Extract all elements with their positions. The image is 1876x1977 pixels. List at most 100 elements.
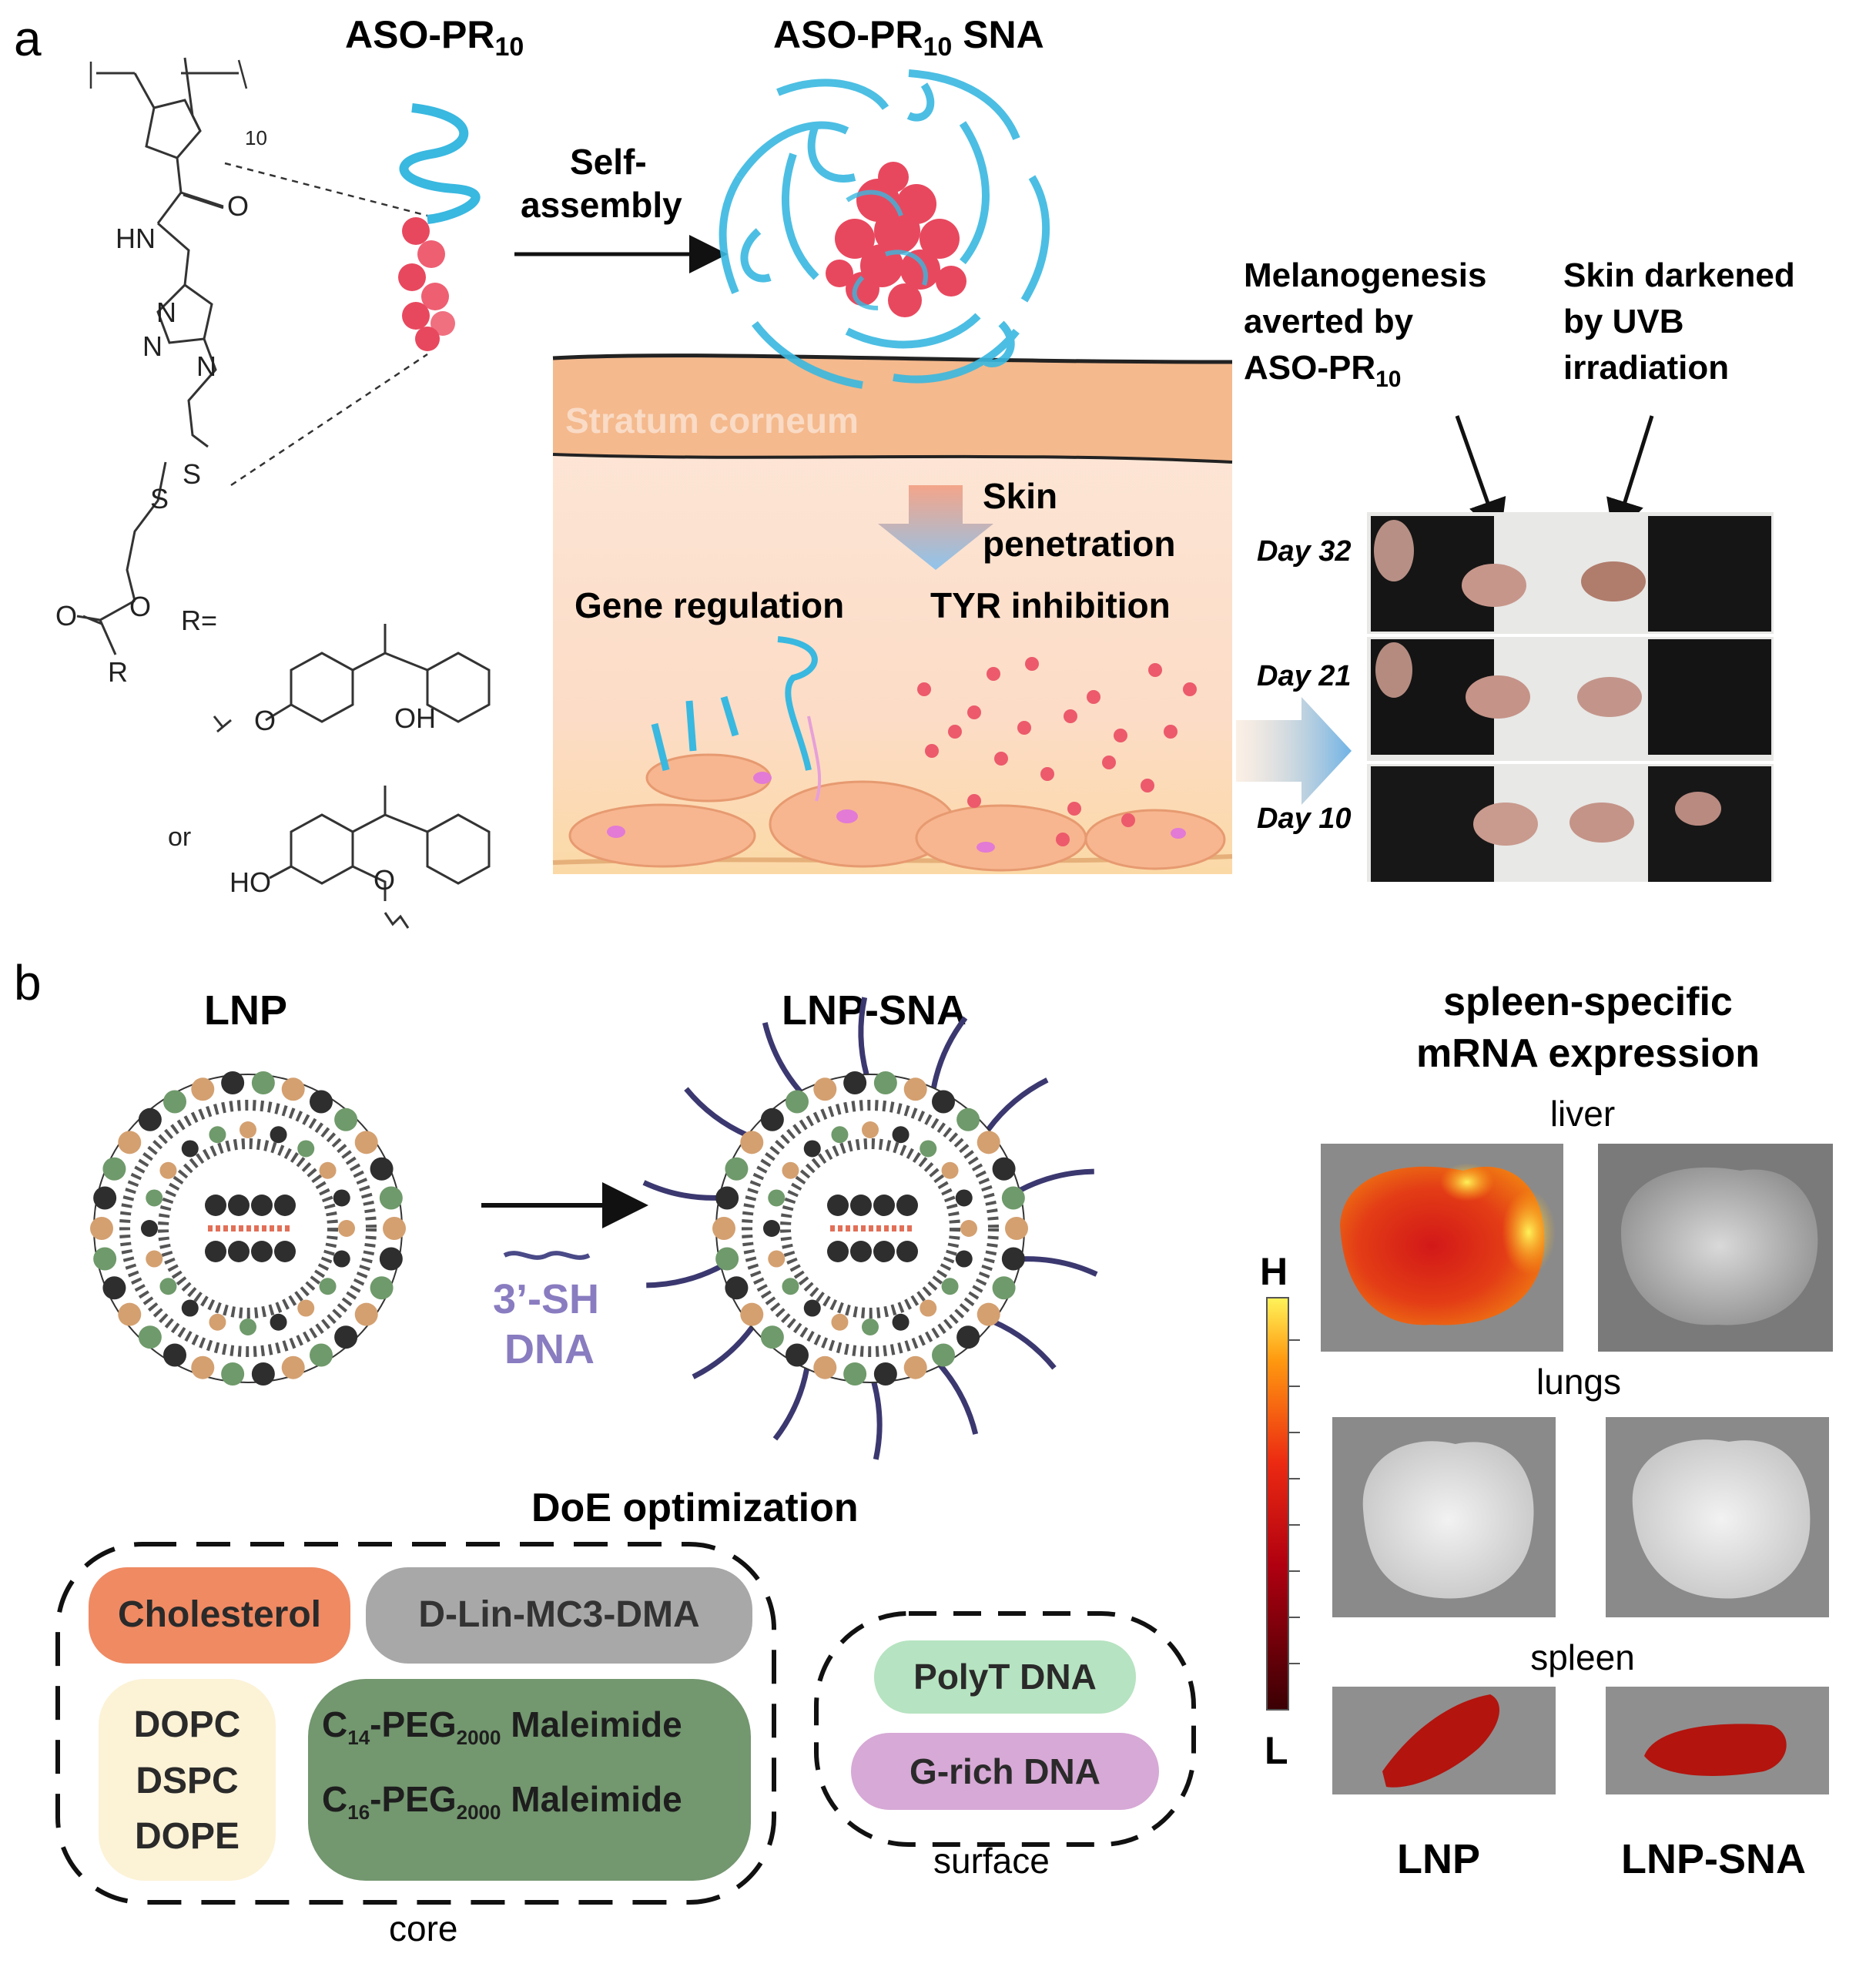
lipid-head: [297, 1140, 315, 1158]
chemical-labels: 10 O HN N N N S S O O R R= O OH or HO O: [55, 126, 436, 898]
lipid-head: [251, 1071, 275, 1095]
lipid-head: [240, 1319, 256, 1335]
lipid-head: [159, 1161, 177, 1179]
mc3-label: D-Lin-MC3-DMA: [418, 1594, 699, 1635]
lipid-head: [221, 1071, 245, 1095]
lipid-head: [956, 1325, 980, 1349]
lipid-head: [159, 1278, 177, 1295]
dna-strand: [762, 1022, 802, 1094]
lipid-head: [813, 1077, 837, 1101]
chem-r-eq: R=: [181, 605, 217, 636]
dope-label: DOPE: [135, 1816, 240, 1857]
lipid-head: [181, 1299, 199, 1317]
lipid-head: [138, 1325, 162, 1349]
doe-optimization-label: DoE optimization: [531, 1486, 859, 1530]
lipid-head: [831, 1313, 849, 1331]
lipid-head: [977, 1131, 1000, 1154]
lipid-head: [163, 1090, 186, 1114]
tyr-inhibition-label: TYR inhibition: [930, 585, 1171, 625]
lipid-head: [813, 1355, 837, 1379]
surface-dashed-box: [814, 1611, 1196, 1847]
lipid-head: [240, 1121, 256, 1138]
lipid-head: [1005, 1217, 1028, 1240]
lipid-head: [941, 1161, 959, 1179]
aso-pr10-sna-title: ASO-PR10 SNA: [773, 13, 1044, 62]
lipid-head: [334, 1107, 358, 1131]
lipid-head: [803, 1140, 821, 1158]
dna-strand: [938, 1363, 979, 1435]
aso-title-main: ASO-PR: [345, 13, 494, 56]
liver-label: liver: [1550, 1094, 1615, 1134]
sna-title-main: ASO-PR: [773, 13, 923, 56]
lipid-head: [310, 1343, 333, 1367]
dna-strand: [986, 1077, 1049, 1131]
aso-title-sub: 10: [494, 32, 524, 62]
spleen-label: spleen: [1530, 1637, 1635, 1677]
lipid-head: [334, 1325, 358, 1349]
grich-label: G-rich DNA: [910, 1751, 1100, 1791]
melanogenesis-label-1: Melanogenesis: [1244, 256, 1486, 294]
mc3-pill: [366, 1567, 752, 1664]
spleen-specific-title-1: spleen-specific: [1443, 980, 1733, 1024]
skin-section: [552, 354, 1352, 874]
day-label-21: Day 21: [1257, 660, 1352, 692]
dopc-label: DOPC: [134, 1704, 241, 1745]
lipid-head: [892, 1126, 910, 1144]
lipid-head: [960, 1220, 977, 1237]
lipid-head: [102, 1276, 126, 1300]
chem-ho: HO: [229, 866, 271, 898]
lipid-head: [141, 1220, 158, 1237]
lipid-head: [310, 1090, 333, 1114]
lipid-head: [955, 1250, 973, 1268]
lipid-head: [955, 1189, 973, 1207]
lnp-sna-title: LNP-SNA: [782, 987, 966, 1034]
scale-high-label: H: [1260, 1250, 1288, 1293]
lungs-label: lungs: [1536, 1362, 1621, 1402]
dna-strand: [772, 1368, 810, 1441]
lipid-head: [370, 1276, 394, 1300]
dna-strand: [684, 1087, 749, 1138]
sna-title-suffix: SNA: [952, 13, 1044, 56]
dna-strand: [871, 1382, 883, 1460]
lipid-head: [138, 1107, 162, 1131]
panel-b-letter: b: [14, 955, 42, 1010]
c16-mid: -PEG: [370, 1779, 456, 1819]
organ-lungs-lnp-sna: [1606, 1417, 1829, 1617]
dna-strand: [930, 1016, 968, 1089]
lipid-head: [903, 1077, 927, 1101]
chem-n2: N: [142, 330, 162, 362]
phospholipid-pill: [99, 1679, 276, 1881]
sh-dna-label-2: DNA: [504, 1326, 595, 1372]
c14-mid: -PEG: [370, 1704, 456, 1744]
mouse-photo-grid: [1367, 512, 1774, 882]
lipid-head: [920, 1140, 937, 1158]
lipid-head: [941, 1278, 959, 1295]
lipid-head: [740, 1302, 764, 1326]
day-label-10: Day 10: [1257, 803, 1352, 835]
lipid-head: [270, 1126, 287, 1144]
lipid-head: [1001, 1186, 1025, 1210]
panel-a-letter: a: [14, 11, 42, 66]
dna-strand: [1018, 1168, 1094, 1193]
surface-label: surface: [933, 1841, 1050, 1881]
chem-repeat: 10: [245, 126, 267, 149]
sh-dna-strand-icon: [503, 1251, 591, 1260]
lipid-head: [932, 1090, 955, 1114]
c16-peg-label: C16-PEG2000 Maleimide: [322, 1779, 682, 1824]
c14-peg-label: C14-PEG2000 Maleimide: [322, 1704, 682, 1749]
lipid-head: [297, 1299, 315, 1317]
lipid-head: [843, 1071, 867, 1095]
lipid-head: [102, 1157, 126, 1181]
dna-strand: [692, 1325, 755, 1379]
organ-liver-lnp-sna: [1598, 1144, 1833, 1352]
lipid-head: [782, 1161, 799, 1179]
lnp-title: LNP: [204, 987, 287, 1034]
lipid-head: [319, 1161, 337, 1179]
lipid-head: [354, 1131, 378, 1154]
core-dashed-box: [55, 1542, 776, 1905]
chem-s1: S: [183, 458, 201, 490]
lipid-head: [725, 1157, 749, 1181]
lipid-head: [209, 1313, 226, 1331]
lipid-head: [93, 1247, 117, 1271]
chem-o5: O: [374, 864, 395, 896]
